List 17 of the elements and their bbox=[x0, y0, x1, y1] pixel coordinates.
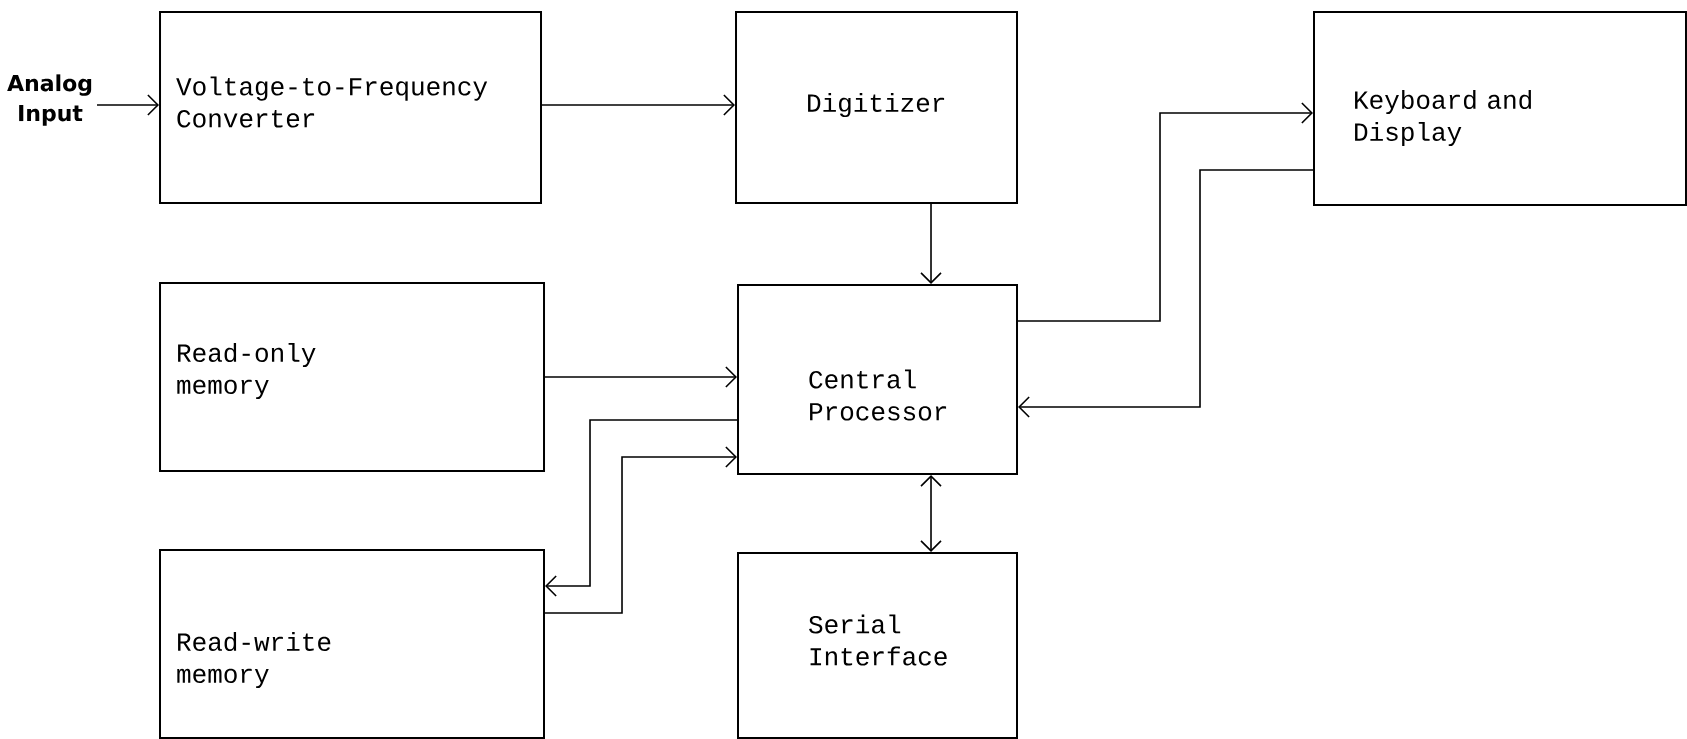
process-box: Serial Interface bbox=[737, 552, 1018, 739]
arrow bbox=[541, 94, 735, 116]
arrow bbox=[1018, 169, 1314, 418]
process-box: Keyboard and Display bbox=[1313, 11, 1687, 206]
process-box: Digitizer bbox=[735, 11, 1018, 204]
process-box: Voltage-to-Frequency Converter bbox=[159, 11, 542, 204]
arrow bbox=[545, 419, 738, 597]
arrow bbox=[920, 475, 942, 552]
arrow bbox=[96, 94, 160, 116]
process-box: Central Processor bbox=[737, 284, 1018, 475]
process-box: Read-only memory bbox=[159, 282, 545, 472]
arrow bbox=[544, 366, 737, 388]
input-label: Analog Input bbox=[7, 74, 92, 126]
arrow bbox=[544, 446, 737, 614]
arrow bbox=[920, 203, 942, 284]
arrow bbox=[1017, 102, 1313, 322]
process-box: Read-write memory bbox=[159, 549, 545, 739]
